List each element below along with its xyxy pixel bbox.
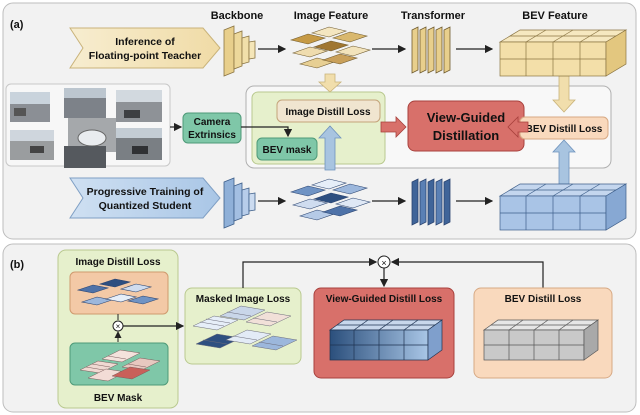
masked-image-loss-grid-icon	[192, 305, 298, 351]
view-guided-distill-loss-bev-icon	[328, 319, 444, 361]
vgd-label-line2: Distillation	[433, 128, 500, 143]
teacher-arrow	[69, 27, 221, 69]
camera-extrinsics-line1: Camera	[194, 117, 231, 128]
image-distill-loss-box	[276, 99, 381, 123]
student-label-line1: Progressive Training of	[87, 186, 204, 198]
teacher-label-line2: Floating-point Teacher	[89, 50, 201, 62]
camera-extrinsics-line2: Extrinsics	[188, 130, 236, 141]
masked-image-loss-label: Masked Image Loss	[196, 294, 291, 305]
b-top-multiply-symbol: ×	[381, 258, 386, 268]
bev-mask-label: BEV mask	[263, 145, 312, 156]
student-image-feat-up-arrow	[318, 125, 342, 171]
student-arrow	[69, 177, 221, 219]
student-image-feature-icon	[289, 178, 372, 221]
teacher-image-feature-icon	[289, 26, 372, 69]
student-backbone-icon	[223, 177, 256, 229]
view-guided-distillation-box	[407, 100, 525, 152]
student-bev-feat-up-arrow	[552, 139, 576, 185]
b-image-loss-card	[69, 271, 169, 315]
teacher-label-line1: Inference of	[115, 36, 175, 48]
teacher-bev-feature-icon	[498, 29, 628, 77]
panel-b-tag: (b)	[10, 259, 24, 271]
header-bev-feature: BEV Feature	[522, 10, 587, 22]
camera-to-mask-arrow	[241, 126, 293, 138]
teacher-image-feat-down-arrow	[317, 73, 343, 93]
bev-distill-loss-label: BEV Distill Loss	[526, 124, 603, 135]
b-masked-loss-to-multiply-arrow	[242, 257, 378, 288]
b-bev-mask-grid-icon	[79, 349, 161, 382]
image-loss-to-vgd-arrow	[380, 116, 407, 138]
vgd-label-line1: View-Guided	[427, 110, 506, 125]
bev-loss-to-vgd-arrow	[507, 116, 529, 138]
b-bev-loss-to-multiply-arrow	[390, 257, 544, 288]
multi-camera-images	[5, 83, 171, 168]
teacher-bev-feat-down-arrow	[552, 75, 576, 113]
view-guided-distill-loss-label: View-Guided Distill Loss	[326, 294, 443, 305]
bev-mask-box	[256, 137, 318, 161]
image-distill-loss-label: Image Distill Loss	[285, 107, 370, 118]
b-bev-distill-loss-label: BEV Distill Loss	[505, 294, 582, 305]
student-transformer-icon	[411, 178, 451, 226]
header-image-feature: Image Feature	[294, 10, 369, 22]
student-label-line2: Quantized Student	[99, 200, 192, 212]
b-left-multiply-symbol: ×	[116, 322, 121, 331]
header-transformer: Transformer	[401, 10, 466, 22]
panel-a-tag: (a)	[10, 19, 24, 31]
student-bev-feature-icon	[498, 183, 628, 231]
header-backbone: Backbone	[211, 10, 264, 22]
teacher-backbone-icon	[223, 25, 256, 77]
camera-extrinsics-box	[182, 112, 242, 144]
b-image-loss-planes-icon	[76, 278, 160, 306]
b-bev-mask-label: BEV Mask	[94, 393, 143, 404]
b-image-distill-loss-label: Image Distill Loss	[75, 257, 160, 268]
b-bev-distill-loss-grid-icon	[482, 319, 600, 361]
teacher-transformer-icon	[411, 26, 451, 74]
